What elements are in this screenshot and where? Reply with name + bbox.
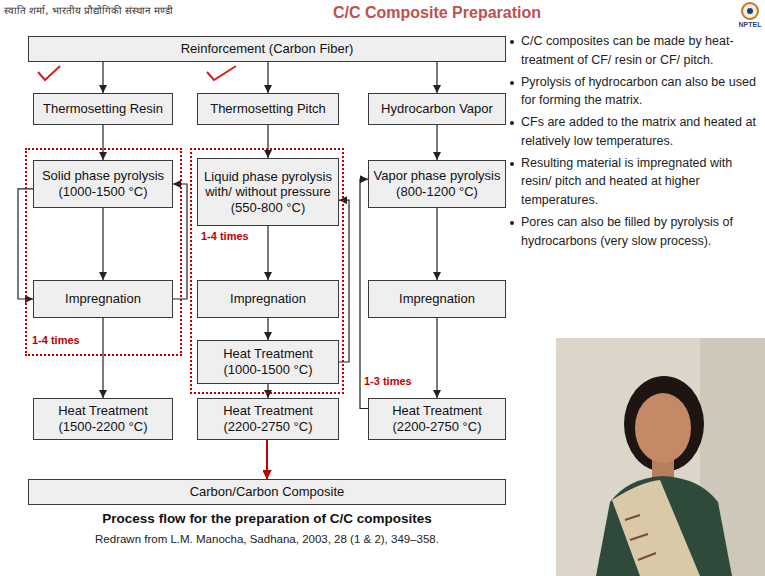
- repeat-note: 1-3 times: [363, 375, 413, 387]
- bullet-text: Pyrolysis of hydrocarbon can also be use…: [521, 75, 756, 108]
- video-background: [556, 338, 765, 576]
- bullet-dot: [510, 162, 514, 166]
- node-text: Heat Treatment (1000-1500 °C): [213, 346, 323, 377]
- saree-pattern: [625, 515, 656, 560]
- bullet-item: Pores can also be filled by pyrolysis of…: [508, 213, 762, 251]
- repeat-group: 1-4 times Solid phase pyrolysis (1000-150…: [25, 148, 182, 356]
- check-mark: [38, 66, 60, 80]
- bullet-dot: [510, 81, 514, 85]
- process-box: Heat Treatment (2200-2750 °C): [197, 398, 339, 440]
- process-box: Impregnation: [33, 280, 173, 318]
- node-text: Liquid phase pyrolysis with/ without pre…: [202, 169, 334, 216]
- process-box: Heat Treatment (1000-1500 °C): [197, 340, 339, 384]
- saree: [612, 480, 700, 576]
- repeat-group: 1-4 times Liquid phase pyrolysis with/ wi…: [190, 148, 344, 394]
- flow-arrow: [436, 62, 437, 93]
- process-box: Heat Treatment (2200-2750 °C): [368, 398, 506, 440]
- repeat-note: 1-4 times: [31, 334, 81, 346]
- process-box: Impregnation: [197, 280, 339, 318]
- repeat-note: 1-4 times: [200, 230, 250, 242]
- bullet-text: Pores can also be filled by pyrolysis of…: [521, 215, 733, 248]
- bullet-dot: [510, 221, 514, 225]
- node-text: Heat Treatment (2200-2750 °C): [382, 403, 492, 434]
- bullet-list: C/C composites can be made by heat-treat…: [508, 32, 762, 253]
- flow-arrow: [102, 125, 103, 160]
- node-text: Impregnation: [230, 291, 306, 307]
- bullet-item: Pyrolysis of hydrocarbon can also be use…: [508, 73, 762, 111]
- logo-text: NPTEL: [735, 21, 765, 28]
- node-text: Heat Treatment (1500-2200 °C): [48, 403, 158, 434]
- flow-arrow: [436, 125, 437, 160]
- logo-ring: [742, 3, 758, 19]
- blouse: [596, 476, 732, 576]
- node-text: Solid phase pyrolysis (1000-1500 °C): [38, 168, 168, 199]
- node-text: Impregnation: [399, 291, 475, 307]
- node-text: Vapor phase pyrolysis (800-1200 °C): [373, 168, 501, 199]
- author-header: स्वाति शर्मा, भारतीय प्रौद्योगिकी संस्था…: [4, 3, 173, 17]
- flow-arrow: [436, 318, 437, 398]
- loop-arrow: [173, 184, 187, 299]
- process-box: Heat Treatment (1500-2200 °C): [33, 398, 173, 440]
- process-box: Vapor phase pyrolysis (800-1200 °C): [368, 160, 506, 208]
- bullet-item: C/C composites can be made by heat-treat…: [508, 32, 762, 70]
- node-text: Impregnation: [65, 291, 141, 307]
- check-mark: [207, 66, 236, 80]
- flow-arrow: [267, 62, 268, 93]
- source-note: Redrawn from L.M. Manocha, Sadhana, 2003…: [28, 533, 506, 545]
- node-text: Hydrocarbon Vapor: [381, 101, 493, 117]
- flow-arrow: [266, 440, 268, 479]
- output-box: Carbon/Carbon Composite: [28, 479, 506, 505]
- node-text: Thermosetting Resin: [43, 101, 163, 117]
- flow-arrow: [102, 208, 103, 280]
- bullet-dot: [510, 40, 514, 44]
- process-box: Hydrocarbon Vapor: [368, 93, 506, 125]
- flow-arrow: [436, 208, 437, 280]
- bullet-text: Resulting material is impregnated with r…: [521, 156, 732, 208]
- loop-arrow: [339, 200, 349, 362]
- node-text: Reinforcement (Carbon Fiber): [181, 41, 354, 57]
- flow-arrow: [102, 318, 103, 398]
- nptel-logo: [742, 3, 758, 19]
- face: [635, 393, 691, 463]
- node-text: Thermosetting Pitch: [210, 101, 326, 117]
- input-box: Reinforcement (Carbon Fiber): [28, 36, 506, 62]
- flow-arrow: [266, 440, 268, 479]
- process-box: Thermosetting Pitch: [197, 93, 339, 125]
- flow-arrow: [102, 62, 103, 93]
- bullet-text: C/C composites can be made by heat-treat…: [521, 34, 734, 67]
- process-box: Liquid phase pyrolysis with/ without pre…: [197, 158, 339, 226]
- process-box: Impregnation: [368, 280, 506, 318]
- flow-arrow: [267, 125, 268, 158]
- logo-center: [747, 8, 753, 14]
- bullet-item: CFs are added to the matrix and heated a…: [508, 113, 762, 151]
- hair: [624, 376, 704, 472]
- bullet-text: CFs are added to the matrix and heated a…: [521, 115, 756, 148]
- slide-title: C/C Composite Preparation: [333, 4, 541, 22]
- node-text: Heat Treatment (2200-2750 °C): [213, 403, 323, 434]
- flow-arrow: [267, 318, 268, 340]
- process-box: Solid phase pyrolysis (1000-1500 °C): [33, 160, 173, 208]
- node-text: Carbon/Carbon Composite: [190, 484, 345, 500]
- webcam-video: [556, 338, 765, 576]
- bullet-dot: [510, 121, 514, 125]
- figure-caption: Process flow for the preparation of C/C …: [28, 511, 506, 526]
- flow-arrow: [267, 384, 268, 398]
- flow-arrow: [267, 226, 268, 280]
- bullet-item: Resulting material is impregnated with r…: [508, 154, 762, 210]
- flow-arrow: [266, 440, 268, 479]
- process-box: Thermosetting Resin: [33, 93, 173, 125]
